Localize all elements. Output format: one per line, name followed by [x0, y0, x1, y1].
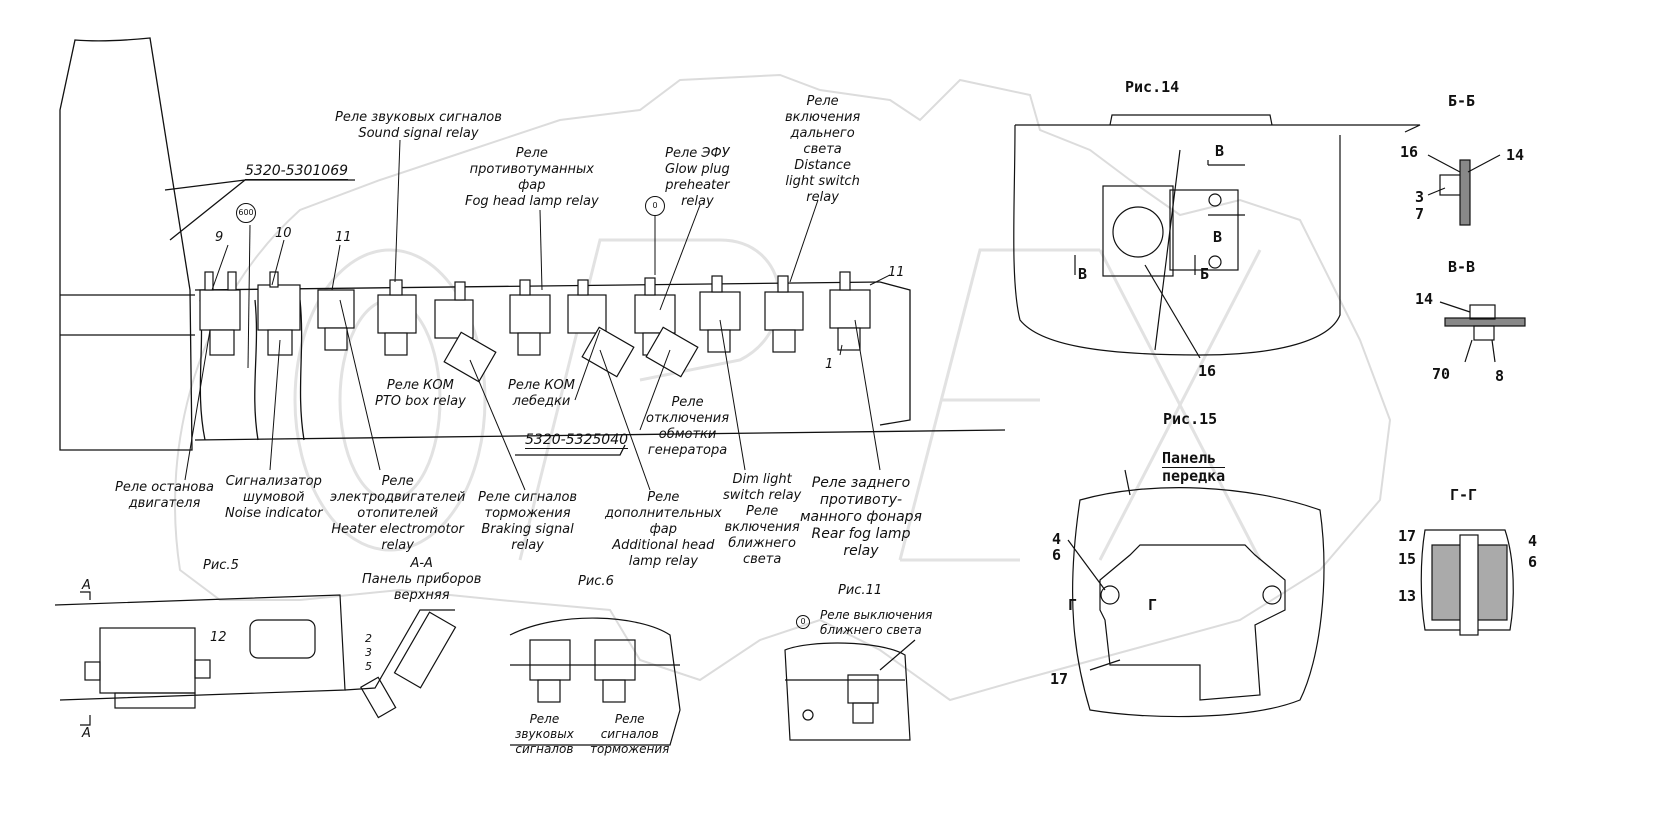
callout-2: 2 [365, 632, 372, 645]
circle-marker-0: 0 [645, 196, 665, 216]
callout-11-right: 11 [888, 265, 905, 280]
fig15-6: 6 [1052, 546, 1062, 564]
relay-row [199, 271, 871, 383]
section-bb-title: Б-Б [1448, 92, 1476, 110]
fig6-drawing [509, 617, 681, 746]
section-vv-title: В-В [1448, 258, 1476, 276]
fig14-v2: В [1213, 228, 1223, 246]
fig15-g2: Г [1148, 596, 1158, 614]
callout-1: 1 [825, 357, 834, 372]
gg-4: 4 [1528, 532, 1538, 550]
part-number-top: 5320-5301069 [245, 163, 349, 180]
bb-14: 14 [1506, 146, 1525, 164]
fig11-title: Рис.11 [838, 583, 883, 598]
callout-12: 12 [210, 630, 227, 645]
callout-5: 5 [365, 660, 372, 673]
bb-7: 7 [1415, 205, 1425, 223]
section-gg-title: Г-Г [1450, 486, 1478, 504]
leader-lines [184, 139, 891, 491]
main-panel [59, 37, 1006, 456]
gg-15: 15 [1398, 550, 1417, 568]
aa-label-top: А [82, 578, 91, 593]
section-gg [1420, 529, 1514, 636]
fig15-17: 17 [1050, 670, 1069, 688]
gg-13: 13 [1398, 587, 1417, 605]
gg-6: 6 [1528, 553, 1538, 571]
vv-14: 14 [1415, 290, 1434, 308]
watermark-gear [174, 73, 1392, 702]
fig14-v1: В [1215, 142, 1225, 160]
fig15-drawing [1067, 469, 1325, 718]
section-vv [1439, 301, 1526, 363]
fig11-drawing [784, 639, 916, 741]
gg-17: 17 [1398, 527, 1417, 545]
callout-11: 11 [335, 230, 352, 245]
aa-label-bottom: А [82, 726, 91, 741]
fig5-panel [54, 591, 346, 726]
fig14-v3: В [1078, 265, 1088, 283]
callout-3: 3 [365, 646, 372, 659]
fig15-title: Рис.15 [1163, 410, 1218, 428]
fig15-g1: Г [1068, 596, 1078, 614]
vv-8: 8 [1495, 367, 1505, 385]
fig5-title: Рис.5 [203, 558, 239, 573]
circle-marker-0-small: 0 [796, 615, 810, 629]
fig14-drawing [1013, 114, 1421, 359]
fig14-title: Рис.14 [1125, 78, 1180, 96]
part-number-bottom: 5320-5325040 [525, 432, 629, 449]
vv-70: 70 [1432, 365, 1451, 383]
callout-10: 10 [275, 226, 292, 241]
bb-16: 16 [1400, 143, 1419, 161]
fig15-4: 4 [1052, 530, 1062, 548]
section-bb [1427, 154, 1501, 226]
fig6-title: Рис.6 [578, 574, 614, 589]
fig14-b: Б [1200, 265, 1210, 283]
aa-drawing [344, 609, 457, 719]
bb-3: 3 [1415, 188, 1425, 206]
callout-9: 9 [215, 230, 224, 245]
circle-marker-600: 600 [236, 203, 256, 223]
fig14-16: 16 [1198, 362, 1217, 380]
